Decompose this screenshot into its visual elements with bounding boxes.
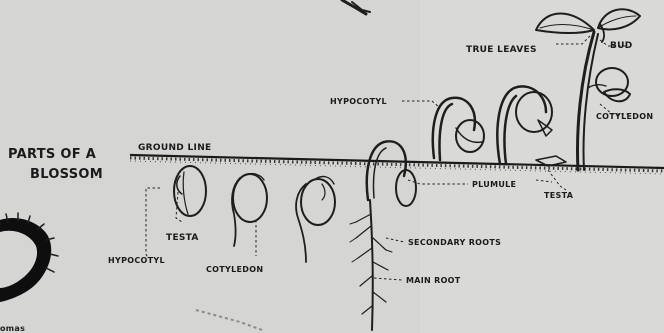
corner-text-fragment: omas — [0, 324, 25, 333]
ground-line-label: GROUND LINE — [138, 143, 211, 153]
hypocotyl-top-label: HYPOCOTYL — [330, 97, 387, 106]
true-leaves-label: TRUE LEAVES — [466, 45, 537, 55]
cotyledon-right-label: COTYLEDON — [596, 112, 653, 121]
main-root-label: MAIN ROOT — [406, 276, 461, 285]
testa-left-label: TESTA — [166, 233, 199, 243]
side-caption-line2: BLOSSOM — [30, 167, 103, 182]
bud-label: BUD — [610, 41, 633, 51]
testa-right-label: TESTA — [544, 191, 574, 200]
plumule-label: PLUMULE — [472, 180, 516, 189]
side-caption-line1: PARTS OF A — [8, 147, 96, 162]
cotyledon-left-label: COTYLEDON — [206, 265, 263, 274]
secondary-roots-label: SECONDARY ROOTS — [408, 238, 501, 247]
hypocotyl-left-label: HYPOCOTYL — [108, 256, 165, 265]
